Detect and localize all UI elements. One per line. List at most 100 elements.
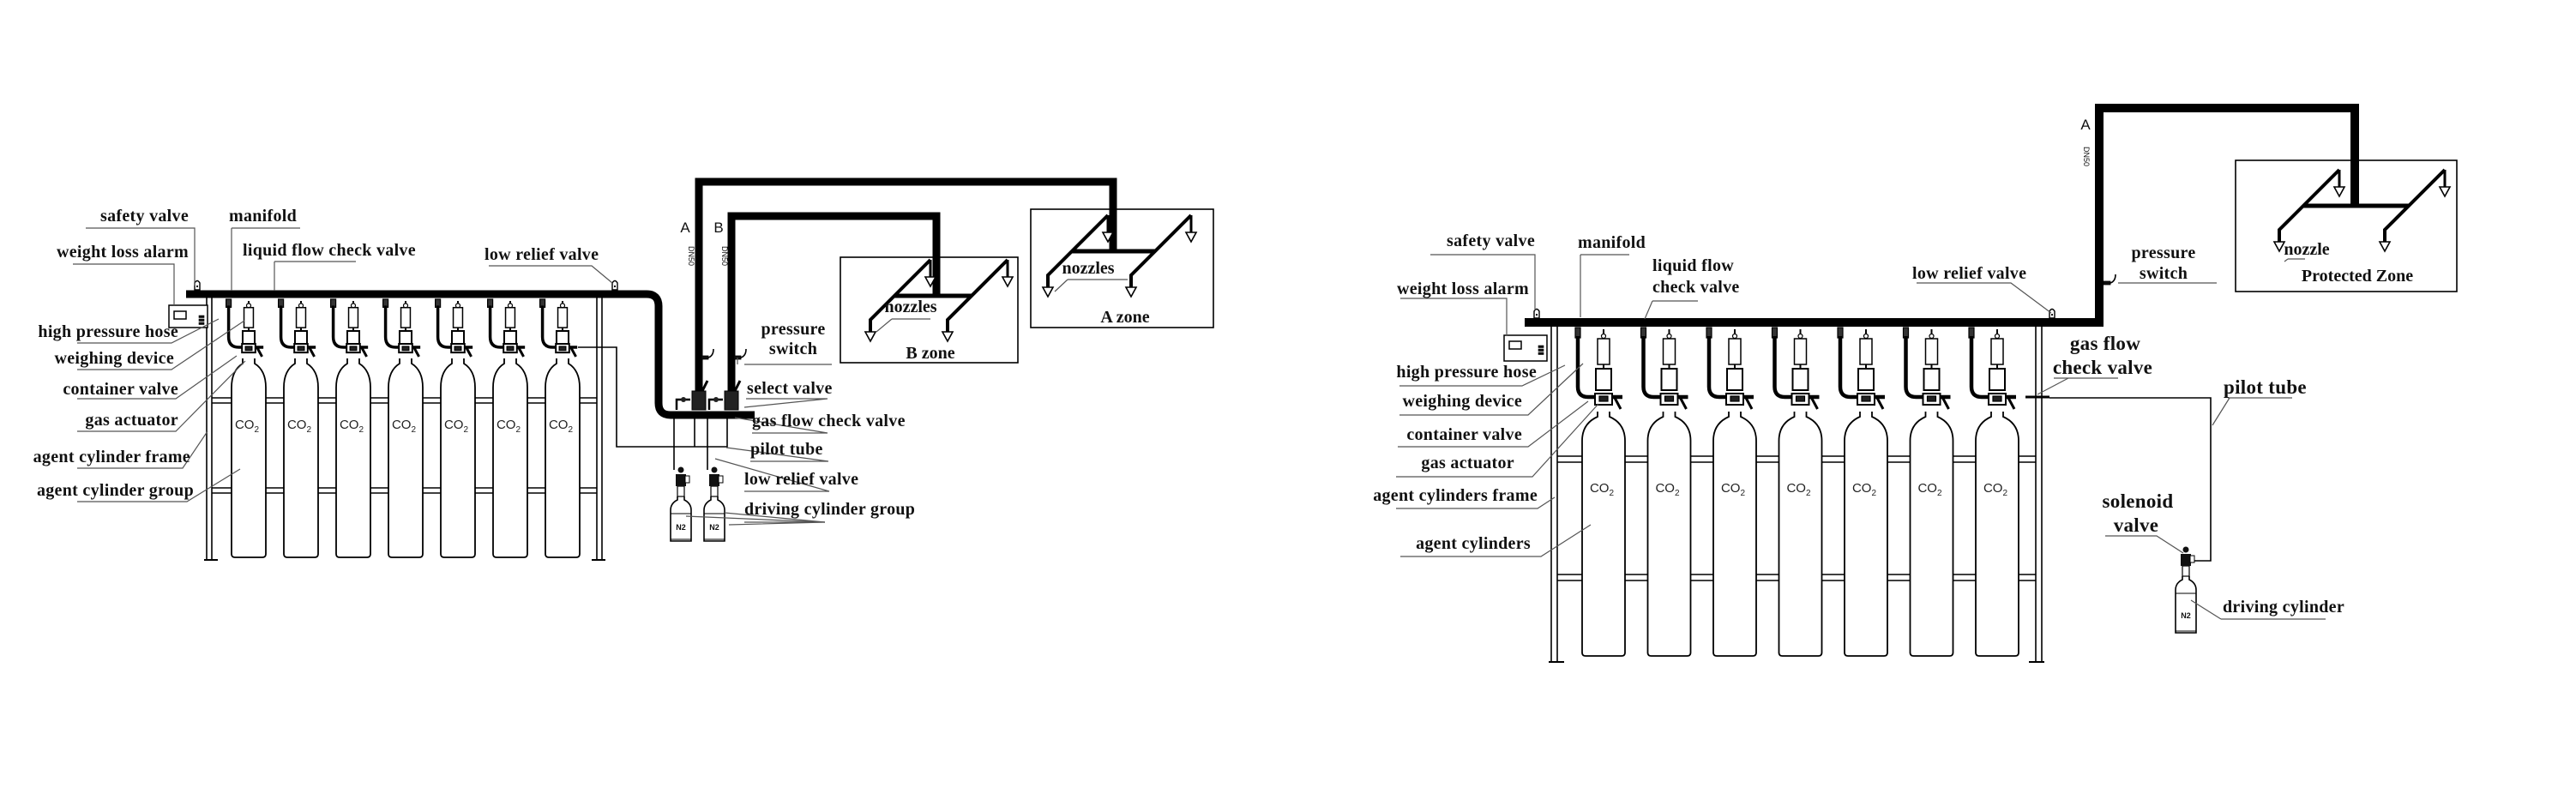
container-valve-lever-icon [1875,397,1885,410]
agent-cylinder: CO2 [1712,412,1757,657]
leader-line [1396,496,1556,509]
driving-cylinder-body [670,496,692,542]
label-manifold: manifold [1578,233,1646,252]
label-agent-cylinder-group: agent cylinder group [37,481,194,500]
cylinder-agent-label: CO2 [549,418,574,435]
label-liquid-flow-line2: check valve [1652,278,1740,297]
weighing-device-icon [504,306,516,328]
nozzle-icon [2272,241,2286,253]
agent-cylinder: CO2 [1909,412,1954,657]
label-agent-cylinders-frame: agent cylinders frame [1373,486,1538,505]
agent-cylinder: CO2 [1844,412,1888,657]
cylinder-valve-assembly [1574,327,1622,410]
leader-line [77,468,241,502]
protected-zone-nozzle-label: nozzle [2284,240,2329,259]
solenoid-coil-icon [2189,555,2195,563]
zone-b-name: B zone [906,344,954,363]
protected-zone-boundary [2235,159,2458,292]
cylinder-agent-subscript: 2 [1937,489,1942,498]
weighing-device-icon [452,306,464,328]
weight-loss-alarm-box [1503,334,1548,362]
gas-actuator-icon [1664,395,1675,402]
cylinder-valve-assembly [1968,327,2016,410]
cylinder-body [231,358,267,558]
gas-actuator-icon [506,346,515,352]
weighing-sensor-icon [1726,368,1743,391]
cylinder-agent-subscript: 2 [1675,489,1680,498]
nozzle-branch-left [869,258,932,332]
high-pressure-hose [1969,336,2016,400]
high-pressure-hose [488,305,526,349]
label-solenoid-line2: valve [2114,514,2159,536]
driving-cylinder-body [703,496,725,542]
select-valve-handle-icon [701,380,709,392]
gas-actuator-icon [1730,395,1740,402]
solenoid-coil-icon [718,475,724,484]
cylinder-valve-icon [710,485,719,497]
leader-line [714,458,830,492]
cylinder-agent-label: CO2 [444,418,469,435]
agent-cylinder: CO2 [1646,412,1692,657]
driving-cylinder-gas-label: N2 [709,523,719,532]
weighing-hook-icon [1994,333,2001,340]
weighing-device-icon [557,306,569,328]
high-pressure-hose [279,305,316,349]
weighing-sensor-icon [1660,368,1678,391]
weighing-device-icon [347,306,359,328]
solenoid-knob-icon [711,466,718,473]
zone-a-name: A zone [1100,308,1149,327]
leader-line [1400,524,1592,557]
label-pressure-switch-line1: pressure [2132,244,2196,262]
solenoid-valve-icon [676,474,686,486]
agent-cylinder: CO2 [1975,412,2019,657]
nozzle-network [864,258,1014,343]
label-liquid-flow-line1: liquid flow [1652,256,1734,275]
driving-cylinder: N2 [703,466,725,542]
pilot-tube-line [2049,397,2212,562]
nozzle-icon [1101,232,1115,244]
nozzle-icon [2378,241,2392,253]
cylinder-agent-label: CO2 [392,418,417,435]
weighing-hook-icon [1666,333,1672,340]
left-leader-lines [73,227,1128,526]
cylinder-body [1778,412,1823,657]
high-pressure-hose [1838,336,1885,400]
cylinder-agent-label: CO2 [340,418,364,435]
container-valve-lever-icon [360,347,368,358]
leader-line [1430,254,1536,310]
container-valve-lever-icon [1744,397,1754,410]
cylinder-body [440,358,476,558]
label-gas-actuator: gas actuator [85,411,178,430]
container-valve-lever-icon [1613,397,1622,410]
agent-cylinder: CO2 [1581,412,1626,657]
nozzle-icon [1041,286,1055,298]
cylinder-body [1844,412,1888,657]
select-valve-icon [691,390,707,411]
weighing-device-icon [400,306,412,328]
cylinder-agent-subscript: 2 [358,425,364,435]
pipe-tag-a-letter: A [680,220,690,236]
label-agent-cylinders: agent cylinders [1416,534,1531,553]
nozzle-icon [924,276,937,288]
agent-cylinder: CO2 [231,358,267,558]
select-valve [675,380,709,411]
manifold-pipe [186,290,755,419]
agent-cylinder: CO2 [440,358,476,558]
gas-actuator-icon [349,346,358,352]
agent-cylinder: CO2 [283,358,319,558]
gas-actuator-icon [401,346,410,352]
label-container-valve: container valve [1406,425,1522,444]
high-pressure-hose [331,305,369,349]
nozzle-icon [1124,286,1138,298]
pilot-tube [2025,395,2212,562]
nozzle-branch-left [2278,168,2341,242]
agent-cylinder: CO2 [388,358,424,558]
driving-cylinder-gas-label: N2 [2181,611,2191,620]
label-high-pressure-hose: high pressure hose [38,322,178,341]
cylinder-valve-assembly [382,298,421,358]
gas-actuator-icon [1795,395,1806,402]
cylinder-agent-subscript: 2 [1871,489,1876,498]
